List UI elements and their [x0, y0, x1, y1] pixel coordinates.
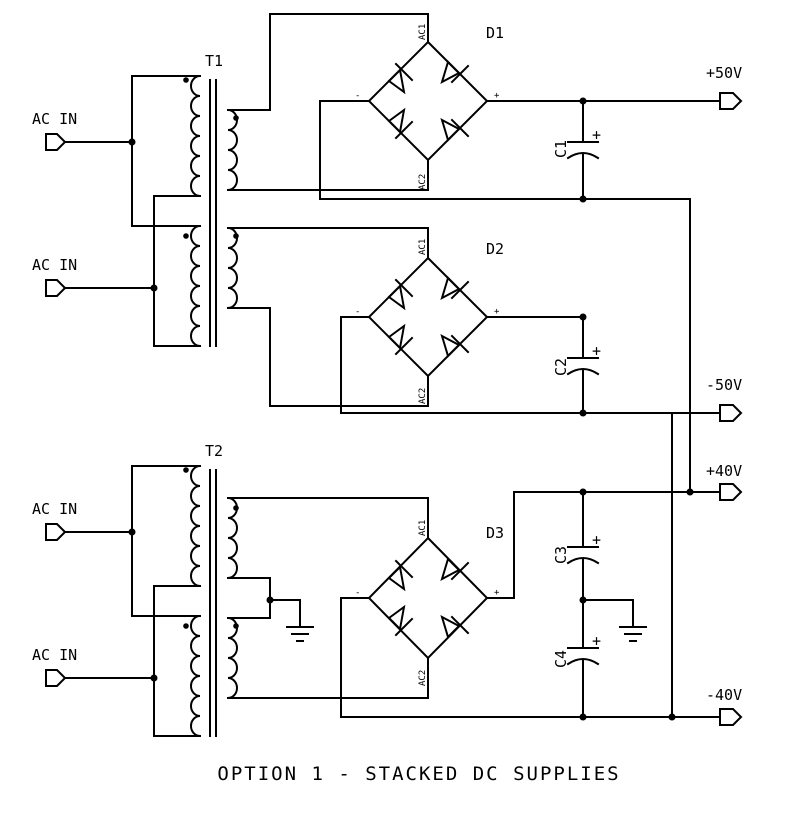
svg-text:+50V: +50V [706, 64, 742, 82]
capacitor-c4: + C4 [552, 632, 601, 718]
svg-text:-: - [355, 307, 360, 317]
svg-text:+: + [592, 531, 601, 549]
svg-text:C3: C3 [552, 546, 570, 564]
diagram-title: OPTION 1 - STACKED DC SUPPLIES [217, 763, 620, 785]
svg-text:C4: C4 [552, 650, 570, 668]
bridge-d1: AC1 AC2 - + D1 [355, 24, 504, 190]
t1-primary-wires [64, 75, 201, 347]
ac-in-connector-4: AC IN [32, 646, 77, 687]
d3-wires [340, 412, 721, 718]
transformer-t2: T2 [183, 442, 239, 738]
junction-dots [128, 97, 694, 721]
ac-in-connector-2: AC IN [32, 256, 77, 297]
transformer-t1: T1 [183, 52, 239, 348]
t2-primary-wires [64, 465, 201, 737]
svg-text:-50V: -50V [706, 376, 742, 394]
svg-text:C1: C1 [552, 140, 570, 158]
output-minus-40v: -40V [706, 686, 743, 726]
svg-text:+40V: +40V [706, 462, 742, 480]
svg-text:AC IN: AC IN [32, 500, 77, 518]
d1-label: D1 [486, 24, 504, 42]
svg-text:AC IN: AC IN [32, 256, 77, 274]
svg-text:C2: C2 [552, 358, 570, 376]
bridge-d2: AC1 AC2 - + D2 [355, 239, 504, 404]
capacitor-c2: + C2 [552, 316, 601, 414]
capacitor-c1: + C1 [552, 100, 601, 200]
svg-text:AC2: AC2 [418, 670, 428, 686]
d3-label: D3 [486, 524, 504, 542]
cap-midpoint-ground-wire [582, 599, 634, 628]
output-plus-40v: +40V [706, 462, 743, 501]
svg-text:AC IN: AC IN [32, 646, 77, 664]
svg-text:+: + [494, 588, 500, 598]
t2-label: T2 [205, 442, 223, 460]
svg-text:-: - [355, 91, 360, 101]
d1-wires [227, 13, 721, 493]
svg-text:AC2: AC2 [418, 388, 428, 404]
svg-text:AC2: AC2 [418, 174, 428, 190]
svg-text:AC1: AC1 [418, 239, 428, 255]
d2-label: D2 [486, 240, 504, 258]
svg-text:AC1: AC1 [418, 520, 428, 536]
svg-text:AC IN: AC IN [32, 110, 77, 128]
svg-text:+: + [494, 307, 500, 317]
d2-wires [227, 227, 721, 414]
svg-text:+: + [592, 126, 601, 144]
svg-text:AC1: AC1 [418, 24, 428, 40]
capacitor-c3: + C3 [552, 491, 601, 649]
t1-label: T1 [205, 52, 223, 70]
svg-text:+: + [592, 342, 601, 360]
ground-symbol-1 [286, 626, 314, 642]
svg-text:-40V: -40V [706, 686, 742, 704]
t2-secondary-wires [227, 497, 429, 699]
svg-text:+: + [494, 91, 500, 101]
ac-in-connector-1: AC IN [32, 110, 77, 151]
output-plus-50v: +50V [706, 64, 743, 110]
ac-in-connector-3: AC IN [32, 500, 77, 541]
svg-text:-: - [355, 588, 360, 598]
output-minus-50v: -50V [706, 376, 743, 422]
ground-symbol-2 [619, 626, 647, 642]
svg-text:+: + [592, 632, 601, 650]
bridge-d3: AC1 AC2 - + D3 [355, 520, 504, 686]
